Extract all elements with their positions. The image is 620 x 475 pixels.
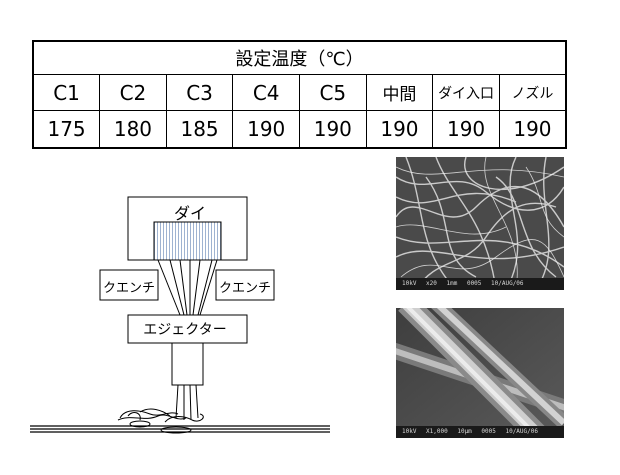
- header-c3: C3: [165, 74, 234, 111]
- sem-web-caption: 10kV x20 1mm 0005 10/AUG/06: [396, 278, 564, 290]
- value-c1: 175: [32, 110, 101, 149]
- quench-right-box: [215, 269, 275, 301]
- quench-left-box: [99, 269, 159, 301]
- header-c5: C5: [299, 74, 367, 111]
- value-nozzle: 190: [498, 110, 567, 149]
- quench-right-label: クエンチ: [218, 281, 271, 296]
- header-c2: C2: [99, 74, 167, 111]
- web-tangle: [117, 408, 204, 434]
- ejector-label: エジェクター: [143, 322, 227, 338]
- filament-lines: [157, 259, 218, 316]
- header-c1: C1: [32, 74, 101, 111]
- header-middle: 中間: [365, 74, 434, 111]
- sem-web-picture: [396, 157, 564, 290]
- spinneret: [153, 221, 222, 261]
- value-c5: 190: [299, 110, 367, 149]
- sem-fibers-caption: 10kV X1,000 10μm 0005 10/AUG/06: [396, 426, 564, 438]
- value-die-inlet: 190: [432, 110, 500, 149]
- value-c4: 190: [232, 110, 300, 149]
- header-c4: C4: [232, 74, 300, 111]
- ejector-nozzle: [171, 342, 204, 386]
- value-c2: 180: [99, 110, 167, 149]
- sem-image-web: 10kV x20 1mm 0005 10/AUG/06: [396, 157, 564, 290]
- value-middle: 190: [365, 110, 434, 149]
- header-nozzle: ノズル: [498, 74, 567, 111]
- collector-belt: [30, 425, 330, 433]
- value-c3: 185: [165, 110, 234, 149]
- spinning-process-diagram: [30, 196, 330, 434]
- quench-left-label: クエンチ: [102, 281, 155, 296]
- temperature-table: 設定温度（℃） C1 C2 C3 C4 C5 中間 ダイ入口 ノズル 175 1…: [32, 40, 567, 149]
- sem-fibers-picture: [396, 308, 564, 438]
- sem-image-fibers: 10kV X1,000 10μm 0005 10/AUG/06: [396, 308, 564, 438]
- die-label: ダイ: [173, 204, 206, 223]
- header-die-inlet: ダイ入口: [432, 74, 500, 111]
